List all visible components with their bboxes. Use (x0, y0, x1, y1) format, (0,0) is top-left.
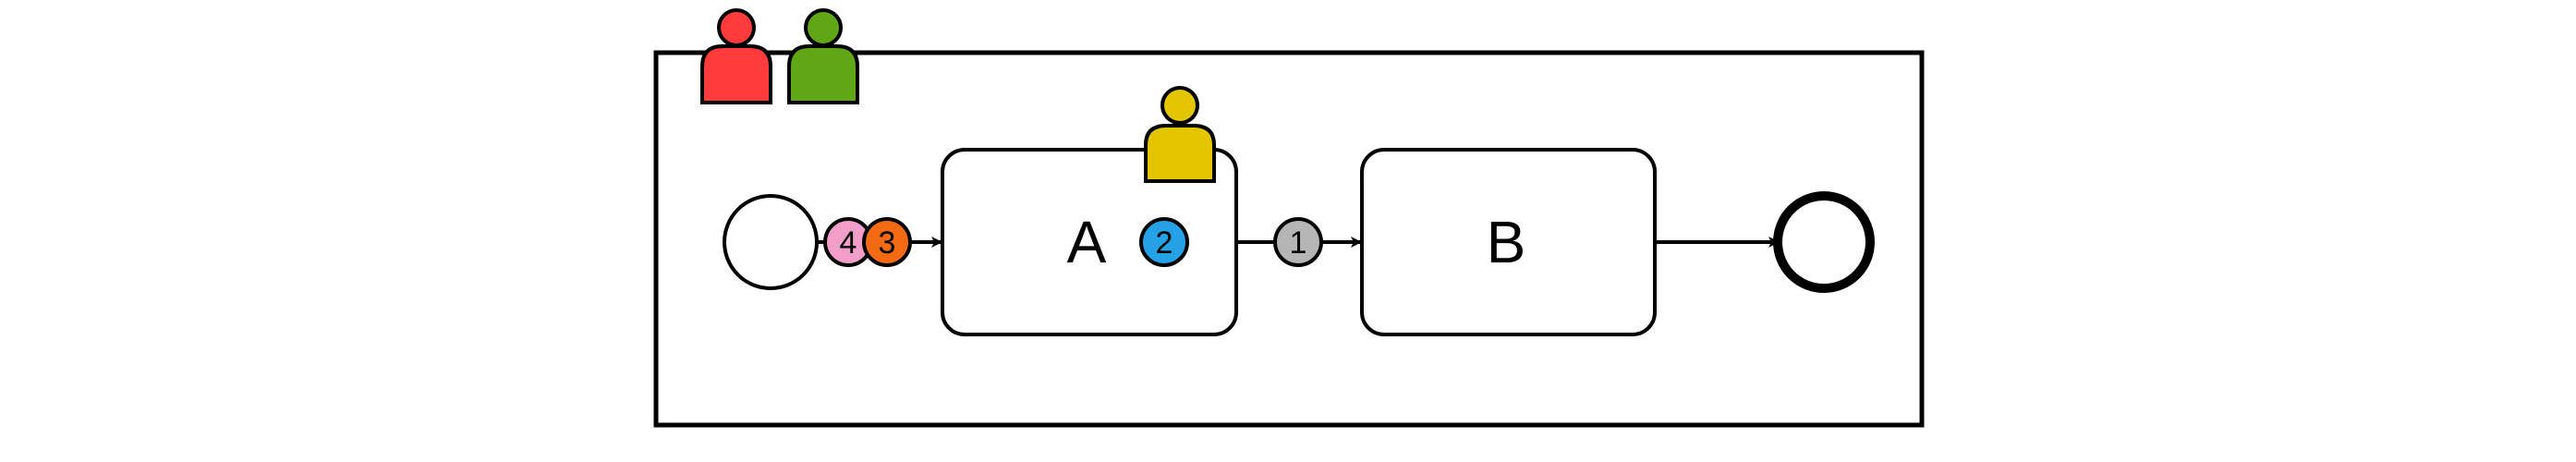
start-event[interactable] (723, 194, 819, 290)
task-a[interactable] (941, 148, 1238, 336)
token-4-label: 4 (840, 225, 857, 261)
token-2-badge[interactable]: 2 (1139, 217, 1189, 267)
pool-person-green-icon (787, 8, 859, 104)
task-b-label: B (1487, 209, 1526, 275)
token-1-label: 1 (1290, 225, 1307, 261)
task-a-person-yellow-icon (1144, 86, 1216, 183)
process-pool[interactable] (653, 50, 1925, 428)
task-b[interactable] (1360, 148, 1657, 336)
token-3-badge[interactable]: 3 (862, 217, 912, 267)
pool-person-red-icon (700, 8, 772, 104)
end-event[interactable] (1773, 191, 1875, 293)
token-1-badge[interactable]: 1 (1273, 217, 1323, 267)
token-2-label: 2 (1156, 225, 1173, 261)
token-3-label: 3 (879, 225, 896, 261)
task-a-label: A (1067, 209, 1107, 275)
